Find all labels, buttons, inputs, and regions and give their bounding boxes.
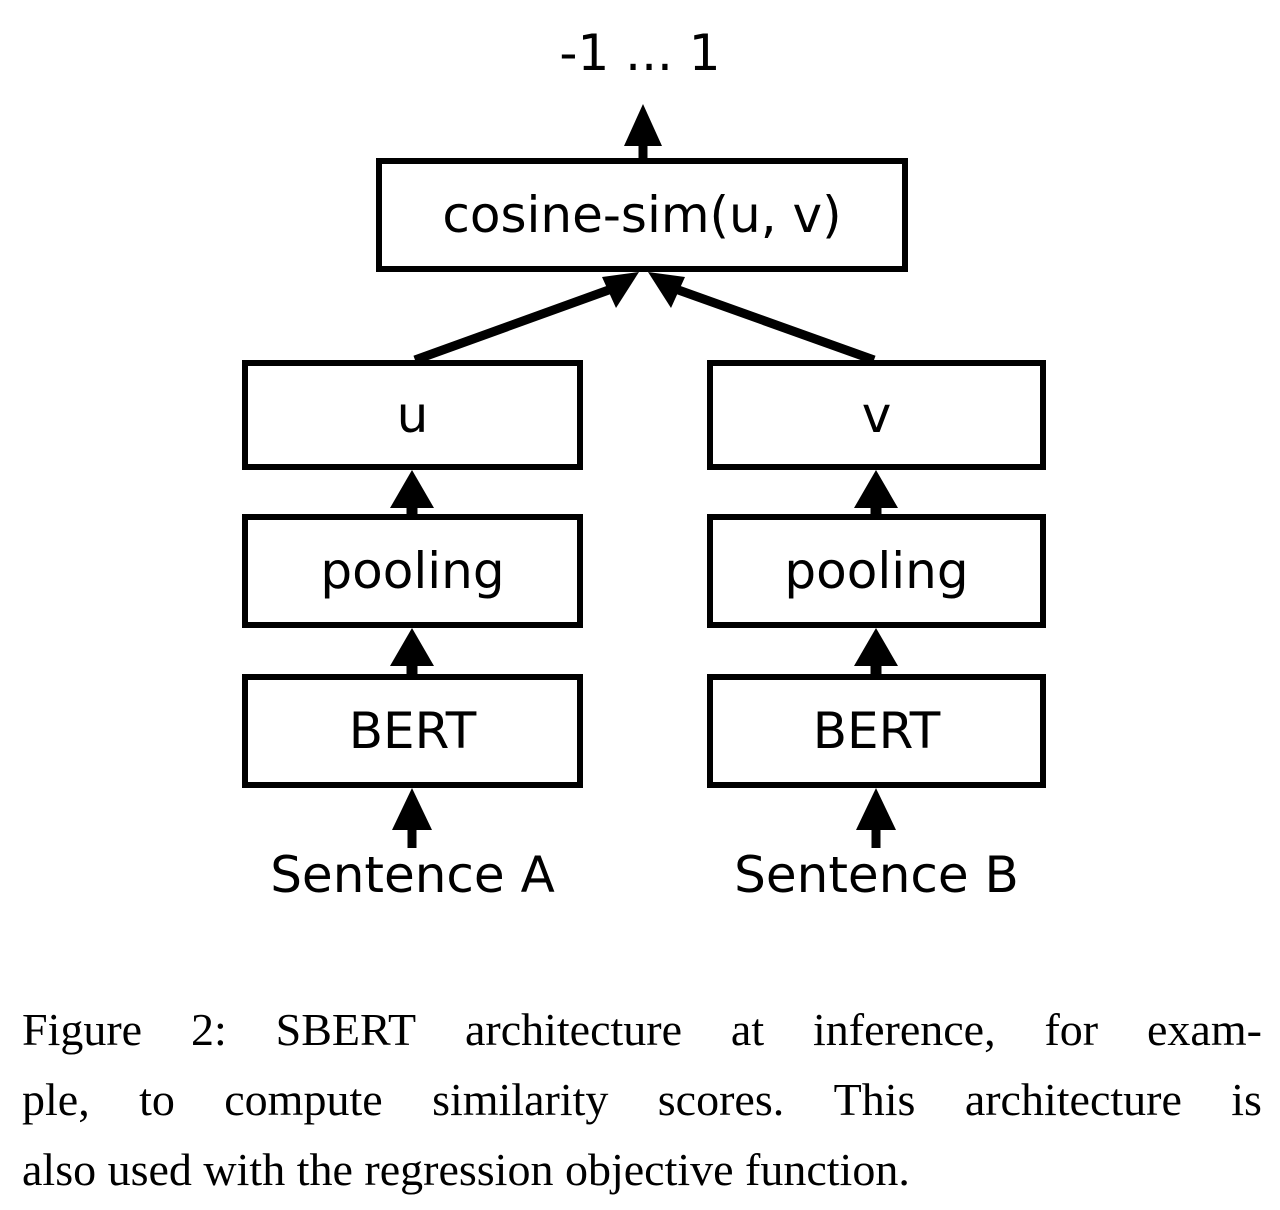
- bert-a-box: BERT: [242, 674, 583, 788]
- arrow-sentence-a-to-bert-a-icon: [392, 788, 432, 848]
- cosine-sim-label: cosine-sim(u, v): [442, 186, 842, 244]
- figure-diagram: -1 ... 1 cosine-sim(u, v) u v pooling po…: [242, 24, 1046, 904]
- embedding-u-label: u: [396, 386, 429, 444]
- pooling-b-label: pooling: [784, 542, 969, 600]
- sentence-b-label: Sentence B: [734, 846, 1019, 904]
- arrow-u-to-cosine-icon: [413, 272, 639, 365]
- caption-line-3: also used with the regression objective …: [22, 1143, 910, 1195]
- arrow-bert-a-to-pooling-a-icon: [390, 628, 434, 674]
- embedding-v-box: v: [707, 360, 1046, 470]
- output-range-label: -1 ... 1: [559, 24, 721, 82]
- arrow-sentence-b-to-bert-b-icon: [856, 788, 896, 848]
- pooling-a-label: pooling: [320, 542, 505, 600]
- arrow-bert-b-to-pooling-b-icon: [854, 628, 898, 674]
- arrow-layer: [390, 104, 898, 848]
- embedding-u-box: u: [242, 360, 583, 470]
- embedding-v-label: v: [861, 386, 892, 444]
- bert-b-box: BERT: [707, 674, 1046, 788]
- arrow-v-to-cosine-icon: [648, 272, 876, 365]
- arrow-pooling-b-to-v-icon: [854, 470, 898, 514]
- arrow-cosine-to-output-icon: [624, 104, 662, 158]
- arrow-pooling-a-to-u-icon: [390, 470, 434, 514]
- sentence-a-label: Sentence A: [270, 846, 555, 904]
- bert-b-label: BERT: [812, 702, 941, 760]
- bert-a-label: BERT: [348, 702, 477, 760]
- pooling-b-box: pooling: [707, 514, 1046, 628]
- pooling-a-box: pooling: [242, 514, 583, 628]
- cosine-sim-box: cosine-sim(u, v): [376, 158, 908, 272]
